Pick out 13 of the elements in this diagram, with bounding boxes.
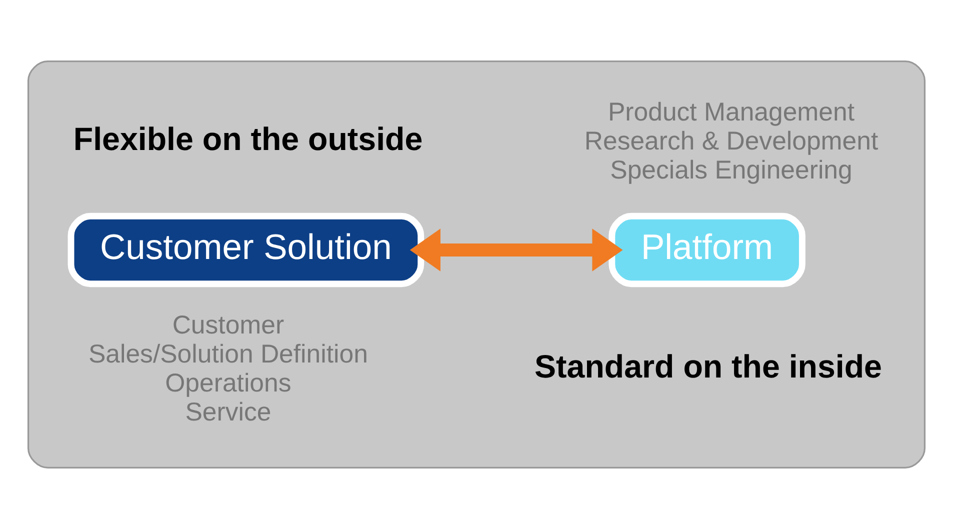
cluster: [27, 60, 926, 468]
node-label: Operations: [165, 370, 292, 398]
node-label: Specials Engineering: [610, 156, 852, 185]
node-label: Product Management: [608, 98, 854, 127]
label: Standard on the inside: [534, 348, 882, 384]
node-label: Research & Development: [584, 128, 878, 156]
node-label: Sales/Solution Definition: [88, 340, 368, 369]
node-box: Platform: [608, 212, 806, 288]
label: Flexible on the outside: [73, 121, 423, 158]
node-label: Customer: [172, 312, 284, 340]
node-label: Service: [185, 398, 272, 427]
node-box: Customer Solution: [68, 212, 424, 288]
arrow: [410, 228, 623, 272]
